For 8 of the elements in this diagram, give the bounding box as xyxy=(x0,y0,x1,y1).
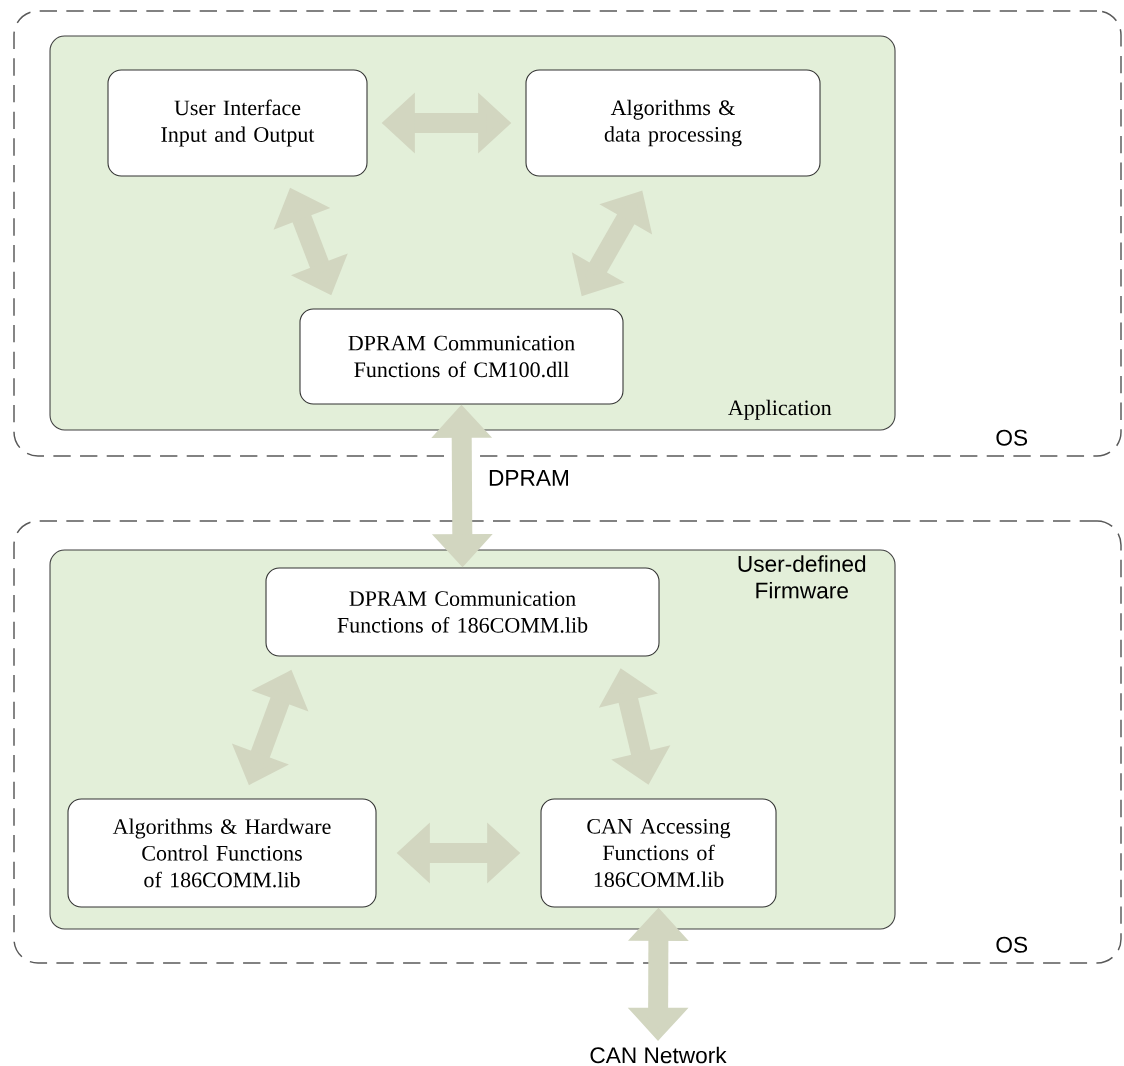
process-box: CAN Accessing Functions of 186COMM.lib xyxy=(540,798,777,908)
process-box: DPRAM Communication Functions of 186COMM.lib xyxy=(265,567,660,657)
network-label: CAN Network xyxy=(590,1046,727,1064)
process-box: DPRAM Communication Functions of CM100.dll xyxy=(299,308,624,405)
process-box: Algorithms & data processing xyxy=(525,69,821,177)
edge-label: DPRAM xyxy=(489,470,568,486)
process-box: User Interface Input and Output xyxy=(107,69,368,177)
process-box: Algorithms & Hardware Control Functions of 186COMM.lib xyxy=(67,798,377,908)
